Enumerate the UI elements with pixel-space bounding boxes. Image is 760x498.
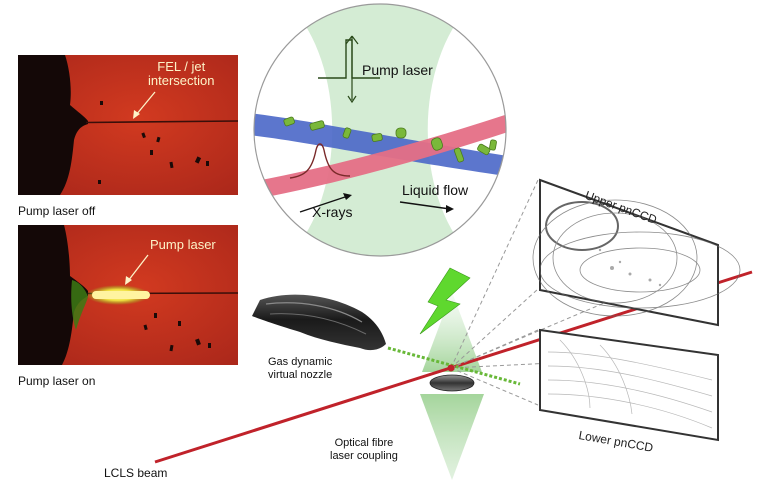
label-liquid-flow: Liquid flow [402, 182, 469, 198]
liquid-flow-arrow [399, 201, 451, 210]
label-optical-fibre-laser-coupling: Optical fibre laser coupling [330, 437, 398, 462]
lightning-icon [419, 267, 471, 335]
arrowhead-pump [125, 276, 132, 285]
label-xrays: X-rays [312, 204, 353, 220]
laser-cone-lower [420, 394, 484, 480]
photo-pump-laser-on [18, 225, 238, 365]
xray-band [254, 112, 506, 178]
photo-pump-laser-off [18, 55, 238, 195]
focusing-lens [429, 374, 475, 392]
pump-laser-column [285, 4, 475, 256]
jet-stream [387, 346, 521, 386]
label-pump-laser-circle: Pump laser [362, 62, 433, 78]
circle-inset [253, 3, 507, 257]
upper-pnccd-panel [532, 178, 741, 327]
xray-direction-arrow [299, 195, 349, 213]
label-fel-jet-intersection: FEL / jet intersection [148, 59, 215, 88]
xray-pulse-shape [289, 143, 351, 179]
arrow-fel-intersection [135, 91, 156, 116]
interaction-point [447, 364, 455, 372]
arrow-pump-laser [127, 254, 149, 282]
caption-pump-laser-off: Pump laser off [18, 204, 96, 218]
liquid-droplets [283, 116, 497, 163]
pump-beam [254, 110, 506, 200]
arrowhead-fel [133, 110, 140, 119]
label-lcls-beam: LCLS beam [104, 466, 168, 480]
caption-pump-laser-on: Pump laser on [18, 374, 96, 388]
laser-cone-upper [422, 292, 482, 372]
label-gas-dynamic-virtual-nozzle: Gas dynamic virtual nozzle [268, 356, 333, 381]
label-pump-laser-photo: Pump laser [150, 237, 216, 252]
lower-pnccd-panel [539, 328, 719, 442]
nozzle-body [252, 294, 386, 351]
